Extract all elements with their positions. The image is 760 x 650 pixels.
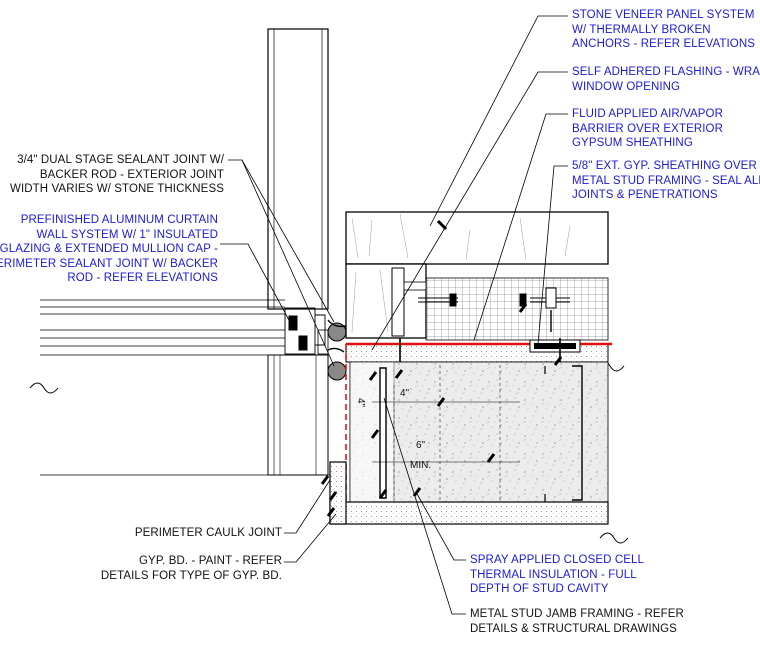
dimension-labels: 4" 4" 6" MIN. — [355, 388, 431, 471]
leader-ext-gyp — [537, 165, 568, 345]
mullion-cap — [267, 28, 329, 310]
leader-metal-stud — [383, 397, 466, 615]
note-line: SPRAY APPLIED CLOSED CELL — [470, 554, 645, 566]
note-line: DETAILS FOR TYPE OF GYP. BD. — [100, 569, 282, 582]
stone-veneer — [345, 211, 609, 339]
note-line: GLAZING & EXTENDED MULLION CAP - — [0, 243, 218, 255]
note-stone-veneer: STONE VENEER PANEL SYSTEM W/ THERMALLY B… — [572, 8, 755, 52]
note-line: METAL STUD FRAMING - SEAL ALL — [572, 174, 760, 187]
note-curtain-wall: PREFINISHED ALUMINUM CURTAIN WALL SYSTEM… — [0, 213, 218, 286]
note-metal-stud: METAL STUD JAMB FRAMING - REFER DETAILS … — [470, 607, 684, 636]
backer-rods — [327, 319, 347, 381]
leader-spray-insulation — [415, 491, 466, 561]
leader-curtain-wall — [220, 243, 291, 323]
metal-stud-1 — [379, 367, 387, 499]
note-line: METAL STUD JAMB FRAMING - REFER — [470, 608, 684, 620]
dim-min: MIN. — [410, 460, 431, 471]
note-line: THERMAL INSULATION - FULL — [470, 568, 637, 581]
stone-anchors — [391, 267, 570, 337]
note-line: FLUID APPLIED AIR/VAPOR — [572, 108, 723, 120]
note-gyp-bd: GYP. BD. - PAINT - REFER DETAILS FOR TYP… — [101, 554, 282, 583]
sheathing-band — [345, 338, 612, 514]
note-line: GYP. BD. - PAINT - REFER — [139, 555, 282, 567]
gypsum-board — [329, 461, 609, 525]
leader-flashing — [371, 71, 568, 351]
note-line: WIDTH VARIES W/ STONE THICKNESS — [10, 183, 224, 195]
stud-cavity — [349, 361, 609, 503]
leader-fluid-barrier — [473, 113, 568, 341]
metal-stud-2 — [572, 365, 583, 501]
anchor-zone — [425, 277, 609, 341]
dim-6: 6" — [416, 440, 426, 451]
note-line: W/ THERMALLY BROKEN — [572, 23, 711, 36]
note-ext-gyp-sheathing: 5/8" EXT. GYP. SHEATHING OVER METAL STUD… — [572, 159, 760, 203]
note-line: ROD - REFER ELEVATIONS — [67, 272, 218, 284]
dim-4-horizontal: 4" — [400, 388, 410, 399]
note-line: BARRIER OVER EXTERIOR — [572, 122, 723, 135]
note-line: ANCHORS - REFER ELEVATIONS — [572, 38, 756, 50]
note-self-adhered-flashing: SELF ADHERED FLASHING - WRAP WINDOW OPEN… — [572, 65, 760, 94]
dimension-ticks — [320, 303, 563, 517]
note-line: PREFINISHED ALUMINUM CURTAIN — [20, 214, 218, 226]
note-line: STONE VENEER PANEL SYSTEM — [572, 9, 755, 21]
leader-caulk — [284, 479, 331, 534]
curtain-wall — [29, 28, 629, 544]
note-spray-insulation: SPRAY APPLIED CLOSED CELL THERMAL INSULA… — [470, 553, 644, 597]
note-line: SELF ADHERED FLASHING - WRAP — [572, 66, 760, 78]
note-sealant-joint: 3/4" DUAL STAGE SEALANT JOINT W/ BACKER … — [10, 153, 224, 197]
note-perimeter-caulk: PERIMETER CAULK JOINT — [135, 526, 282, 541]
note-line: 3/4" DUAL STAGE SEALANT JOINT W/ — [17, 154, 224, 166]
dim-4-vertical: 4" — [355, 398, 366, 408]
note-line: WALL SYSTEM W/ 1" INSULATED — [36, 228, 218, 241]
note-line: DETAILS & STRUCTURAL DRAWINGS — [470, 622, 677, 635]
leader-lines — [220, 15, 568, 615]
note-line: DEPTH OF STUD CAVITY — [470, 583, 609, 595]
leader-sealant-2 — [241, 159, 335, 367]
leader-gyp-bd — [284, 513, 337, 563]
note-line: PERIMETER SEALANT JOINT W/ BACKER — [0, 257, 218, 270]
note-line: JOINTS & PENETRATIONS — [572, 189, 718, 201]
note-fluid-applied-barrier: FLUID APPLIED AIR/VAPOR BARRIER OVER EXT… — [572, 107, 723, 151]
note-line: PERIMETER CAULK JOINT — [134, 527, 282, 539]
note-line: 5/8" EXT. GYP. SHEATHING OVER — [572, 160, 757, 172]
note-line: WINDOW OPENING — [572, 80, 681, 93]
leader-stone-veneer — [429, 15, 568, 227]
note-line: BACKER ROD - EXTERIOR JOINT — [39, 168, 224, 181]
leader-sealant-1 — [228, 159, 335, 323]
note-line: GYPSUM SHEATHING — [572, 137, 693, 149]
